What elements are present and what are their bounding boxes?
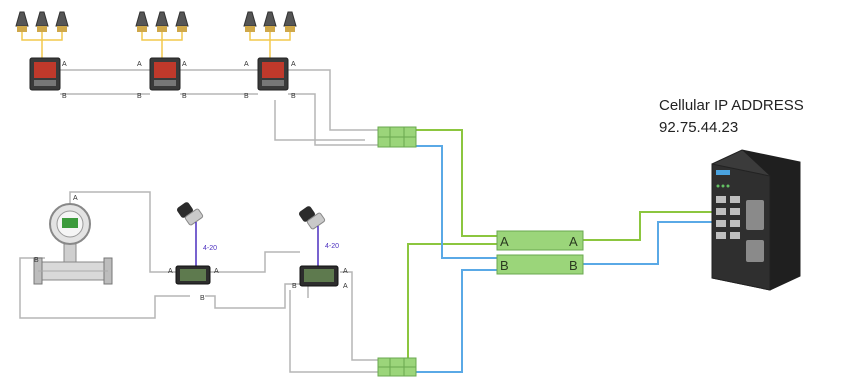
port-label-a: A [291, 61, 296, 68]
meter-label-b: B [292, 283, 297, 290]
port-label-a: A [137, 61, 142, 68]
flow-meter-label-a: A [73, 195, 78, 202]
meter-label-b: B [200, 295, 205, 302]
port-label-a: A [244, 61, 249, 68]
meter-label-a: A [343, 283, 348, 290]
cellular-router-icon [711, 149, 801, 291]
port-label-b: B [182, 93, 187, 100]
port-label-b: B [244, 93, 249, 100]
terminal-label-b: B [500, 258, 509, 273]
converter-box-icon [29, 57, 61, 91]
sensor-cluster-icon [135, 11, 189, 58]
flow-meter-icon: B A [33, 195, 113, 285]
main-terminal-block: A A B B [496, 230, 584, 275]
converter-box-icon [149, 57, 181, 91]
wire-b-blue [415, 145, 715, 373]
port-label-b: B [62, 93, 67, 100]
cellular-ip-title: Cellular IP ADDRESS [659, 97, 804, 114]
signal-label: 4-20 [325, 243, 339, 250]
terminal-label-b: B [569, 258, 578, 273]
terminal-block-icon [377, 126, 417, 148]
meter-label-a: A [168, 268, 173, 275]
sensor-cluster-icon [15, 11, 69, 58]
panel-meter-icon: A A B [168, 265, 219, 302]
pressure-transducer-icon: 4-20 [177, 202, 217, 266]
cellular-ip-address: 92.75.44.23 [659, 119, 739, 136]
converter-box-icon [257, 57, 289, 91]
panel-meter-icon: A B A [292, 265, 348, 290]
meter-label-a: A [214, 268, 219, 275]
port-label-a: A [182, 61, 187, 68]
meter-label-a: A [343, 268, 348, 275]
gray-wires [19, 69, 380, 373]
signal-label: 4-20 [203, 245, 217, 252]
sensor-cluster-icon [243, 11, 297, 58]
pressure-transducer-icon: 4-20 [299, 206, 339, 266]
terminal-label-a: A [500, 234, 509, 249]
terminal-label-a: A [569, 234, 578, 249]
flow-meter-label-b: B [34, 257, 39, 264]
port-label-b: B [291, 93, 296, 100]
port-label-b: B [137, 93, 142, 100]
terminal-block-icon [377, 357, 417, 377]
port-label-a: A [62, 61, 67, 68]
